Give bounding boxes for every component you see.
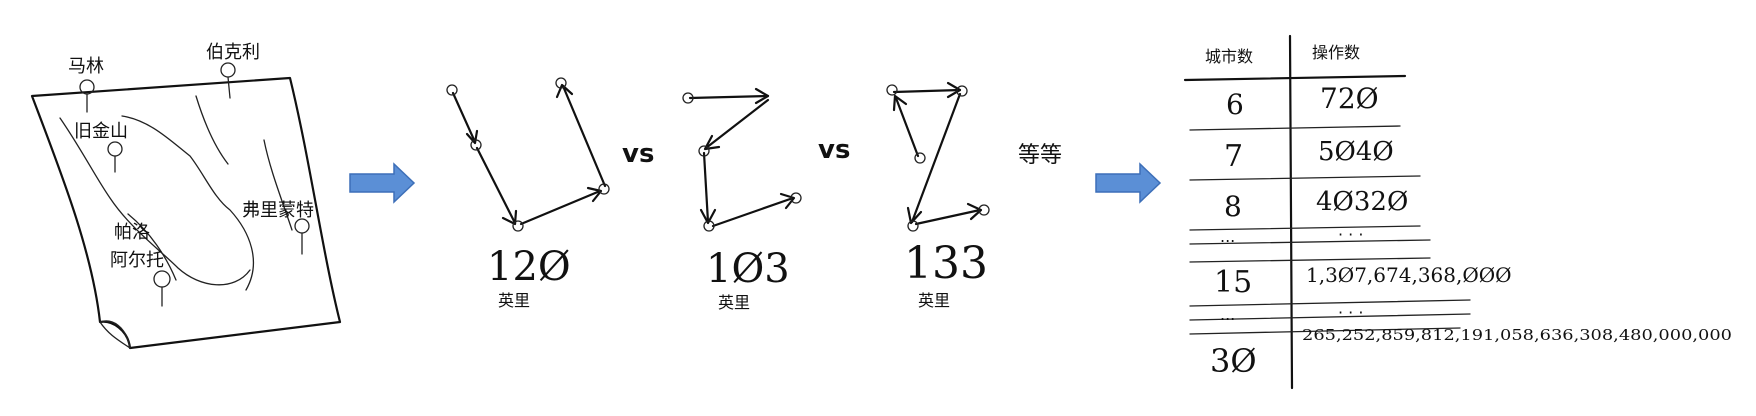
flow-arrow-2 (1095, 162, 1162, 204)
vs-label-2: vs (818, 135, 850, 165)
table-header-ops: 操作数 (1312, 43, 1360, 62)
city-label-palo: 帕洛 (114, 222, 150, 243)
map-pin-berkeley (220, 62, 236, 99)
route-3-distance: 133 (904, 238, 988, 289)
table-cell-cities: 8 (1224, 190, 1242, 223)
city-label-fremont: 弗里蒙特 (242, 200, 314, 221)
table-row: 15 1,3Ø7,674,368,ØØØ (1214, 263, 1512, 300)
table-row: ... · · · (1220, 225, 1363, 246)
route-1-unit: 英里 (498, 291, 530, 310)
table-cell-cities: ... (1220, 227, 1235, 246)
city-label-berkeley: 伯克利 (206, 42, 260, 63)
table-cell-ops: 4Ø32Ø (1316, 187, 1408, 217)
map-pin-palo-alto (153, 270, 171, 307)
table-cell-ops: 72Ø (1320, 82, 1379, 115)
vs-label-1: vs (622, 139, 654, 169)
table-row: 3Ø 265,252,859,812,191,058,636,308,480,0… (1210, 326, 1732, 380)
etc-label: 等等 (1018, 143, 1062, 168)
table-header-cities: 城市数 (1205, 47, 1253, 66)
route-2-distance: 1Ø3 (706, 246, 790, 292)
table-row: 6 72Ø (1226, 82, 1379, 121)
map-pin-fremont (294, 218, 310, 255)
city-label-alto: 阿尔托 (110, 250, 164, 271)
flow-arrow-1 (349, 162, 416, 204)
city-label-san-francisco: 旧金山 (74, 121, 128, 142)
route-2 (682, 87, 802, 232)
table-cell-cities: 7 (1224, 139, 1243, 174)
table-cell-cities: ... (1220, 305, 1235, 324)
table-cell-ops: 265,252,859,812,191,058,636,308,480,000,… (1302, 326, 1732, 344)
table-cell-cities: 3Ø (1210, 342, 1257, 380)
route-2-unit: 英里 (718, 293, 750, 312)
map-pin-marin (79, 79, 95, 113)
table-row: 8 4Ø32Ø (1224, 187, 1408, 223)
table-cell-ops: · · · (1338, 225, 1363, 244)
route-1-distance: 12Ø (487, 244, 571, 290)
table-row: ... · · · (1220, 303, 1363, 324)
table-cell-cities: 6 (1226, 88, 1244, 121)
route-3 (886, 81, 990, 232)
route-1 (446, 77, 610, 232)
table-row: 7 5Ø4Ø (1224, 137, 1394, 174)
route-3-unit: 英里 (918, 291, 950, 310)
paper-map (30, 76, 342, 350)
map-pin-san-francisco (107, 141, 123, 173)
operations-table (1183, 34, 1471, 390)
table-cell-ops: 5Ø4Ø (1318, 137, 1394, 167)
table-cell-ops: · · · (1338, 303, 1363, 322)
city-label-marin: 马林 (68, 56, 104, 77)
table-cell-cities: 15 (1214, 265, 1252, 300)
table-cell-ops: 1,3Ø7,674,368,ØØØ (1306, 263, 1512, 287)
